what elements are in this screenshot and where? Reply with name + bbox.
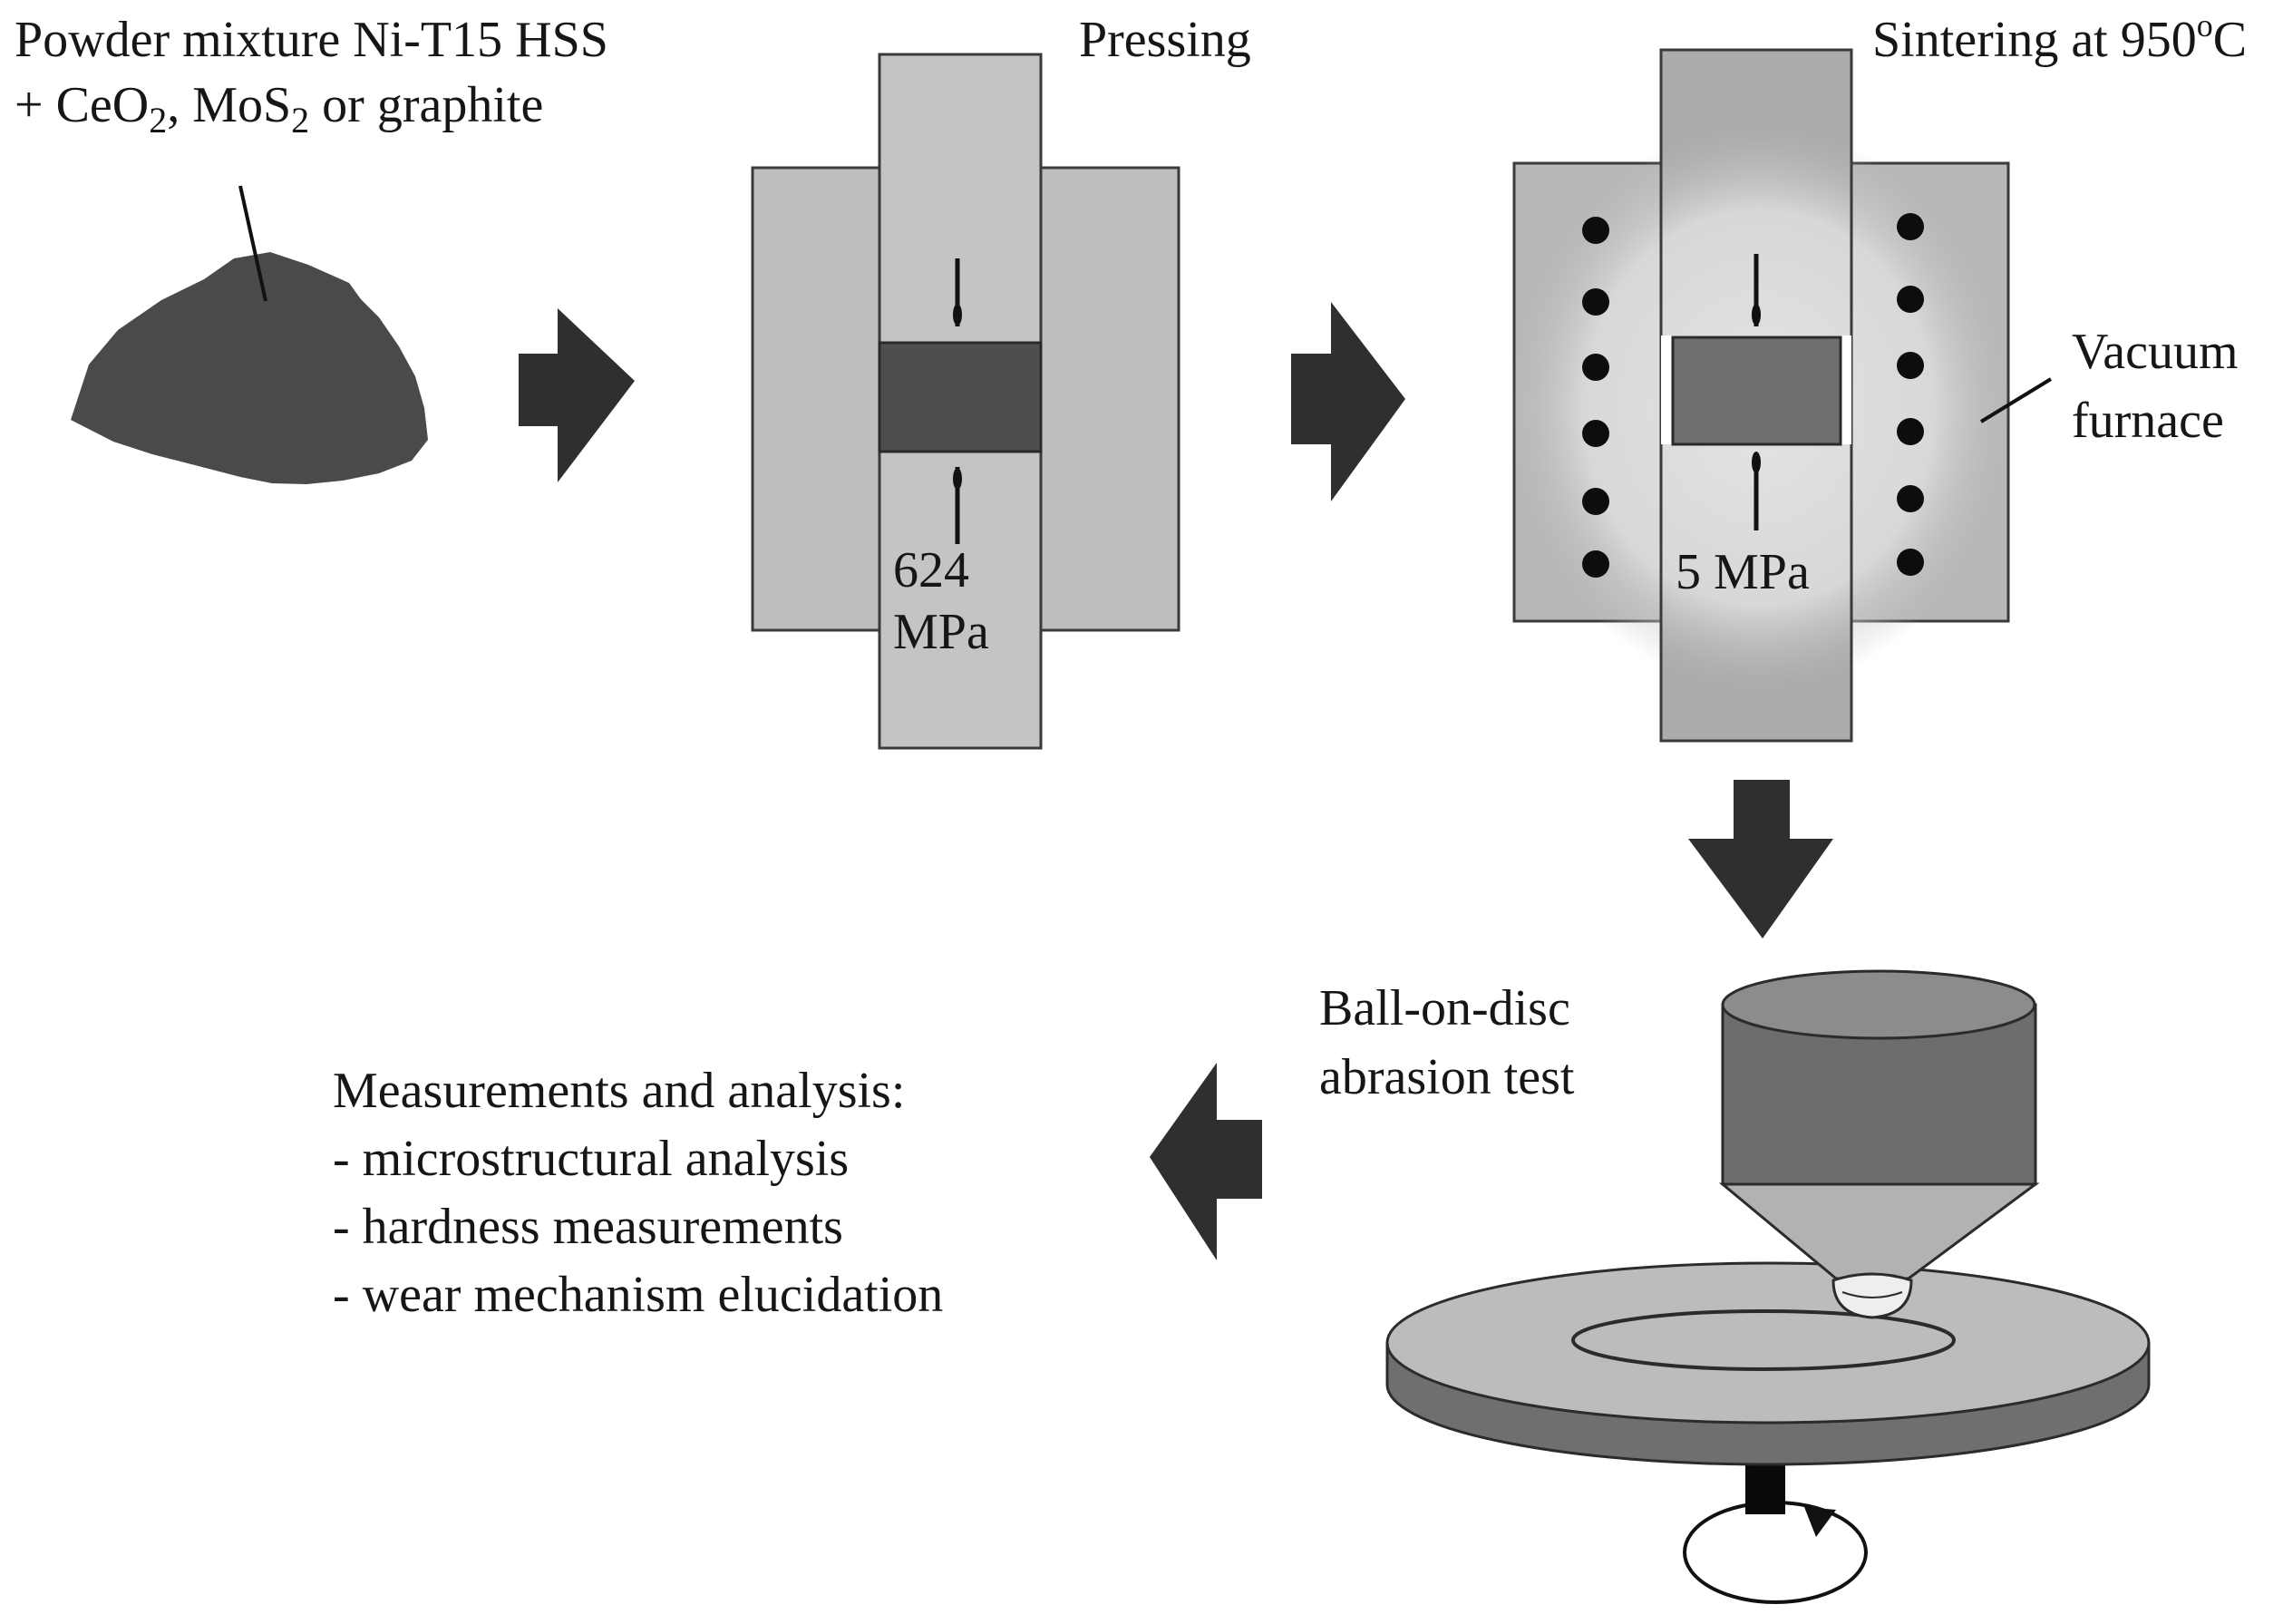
ball-on-disc-tester	[1385, 969, 2151, 1604]
powder-label-line1: Powder mixture Ni-T15 HSS	[15, 12, 608, 68]
wear-track	[1571, 1309, 1956, 1371]
powder-compact	[878, 341, 1043, 453]
powder-pile	[71, 185, 428, 484]
vacuum-furnace	[1510, 48, 2053, 743]
right-arrow-2	[1291, 302, 1405, 501]
left-arrow	[1150, 1063, 1262, 1260]
pressing-pressure-label: 624 MPa	[893, 542, 989, 660]
right-arrow-1	[519, 308, 635, 482]
abrasion-test-label: Ball-on-disc abrasion test	[1319, 980, 1575, 1105]
rotation-arrow-icon	[1683, 1501, 1868, 1604]
analysis-list: Measurements and analysis: - microstruct…	[333, 1057, 943, 1329]
powder-label: Powder mixture Ni-T15 HSS + CeO2, MoS2 o…	[15, 7, 608, 141]
vacuum-furnace-label: Vacuum furnace	[2072, 324, 2239, 449]
down-arrow	[1688, 780, 1833, 938]
analysis-item: - microstructural analysis	[333, 1131, 850, 1187]
furnace-leader-line	[1979, 377, 2053, 423]
powder-label-line2: + CeO2, MoS2 or graphite	[15, 77, 544, 141]
analysis-item: - wear mechanism elucidation	[333, 1267, 944, 1323]
sintering-title: Sintering at 950oC	[1872, 7, 2248, 68]
heating-elements	[1582, 213, 1924, 578]
sintering-pressure-label: 5 MPa	[1676, 544, 1810, 600]
pressing-die	[751, 53, 1180, 750]
sintered-compact	[1671, 335, 1842, 446]
analysis-heading: Measurements and analysis:	[333, 1063, 906, 1119]
pressing-title: Pressing	[1079, 12, 1251, 68]
analysis-item: - hardness measurements	[333, 1199, 843, 1255]
